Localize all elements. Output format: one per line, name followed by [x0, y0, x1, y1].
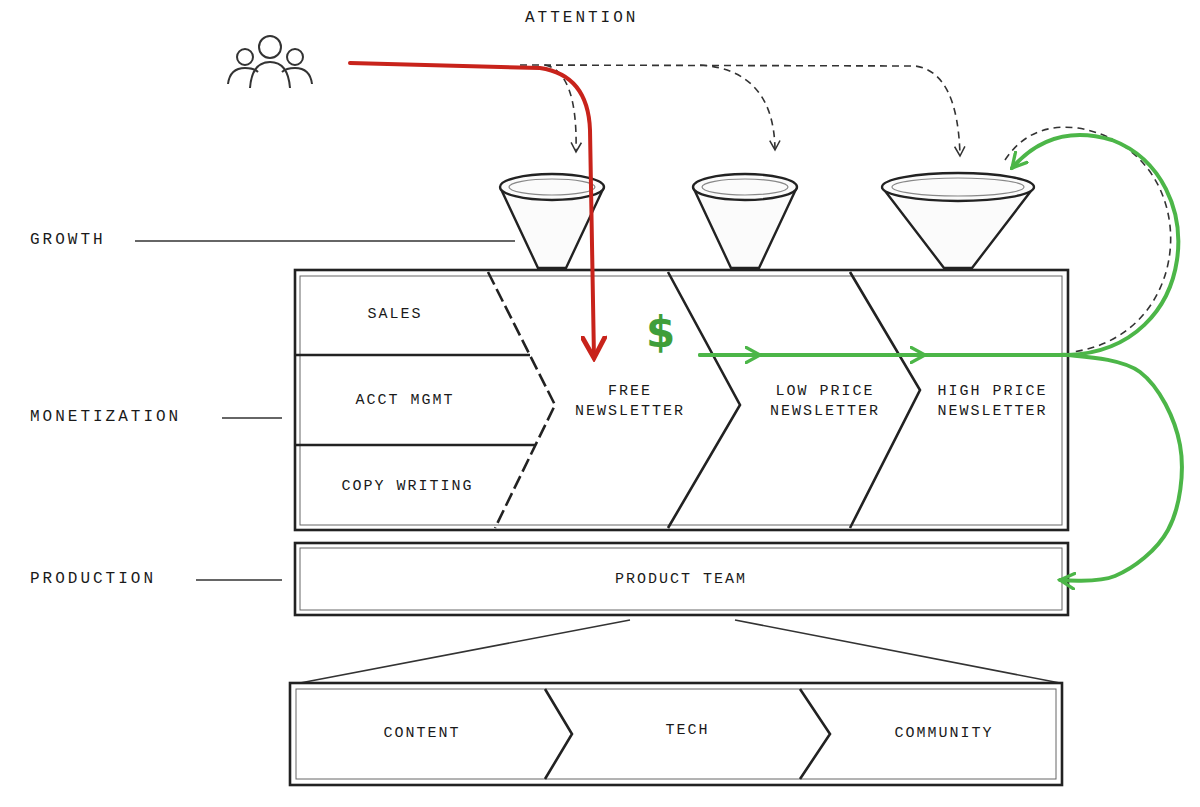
annotation-label: $ [646, 308, 675, 357]
product-detail-frame [290, 683, 1062, 785]
attention-red-arrow [350, 63, 594, 358]
annotation-label: MONETIZATION [30, 408, 181, 426]
annotation-label: GROWTH [30, 231, 106, 249]
process-box: COMMUNITY [836, 692, 1052, 776]
flow-arrow [890, 353, 925, 357]
box-label: FREE NEWSLETTER [566, 382, 694, 422]
box-label: CONTENT [383, 724, 460, 744]
annotation-label: ATTENTION [525, 9, 638, 27]
process-box: LOW PRICE NEWSLETTER [760, 340, 890, 430]
process-box: HIGH PRICE NEWSLETTER [925, 340, 1060, 430]
production-bar [295, 543, 1068, 615]
money-flow-line [700, 135, 1178, 355]
zoom-lines [300, 620, 1060, 683]
process-box: FREE NEWSLETTER [560, 340, 700, 430]
process-box: COPY WRITING [300, 450, 515, 524]
annotation-label: PRODUCTION [30, 570, 156, 588]
people-icon [228, 36, 312, 88]
box-label: TECH [665, 721, 709, 741]
monetization-frame [295, 270, 1068, 530]
growth-funnels [500, 173, 1034, 268]
attention-dashed-arrows [520, 65, 1171, 352]
process-box: CONTENT [302, 692, 542, 776]
box-label: COMMUNITY [894, 724, 993, 744]
process-box: PRODUCT TEAM [302, 550, 1060, 610]
box-label: HIGH PRICE NEWSLETTER [931, 382, 1054, 422]
box-label: SALES [367, 305, 422, 325]
flow-arrow [1060, 355, 1182, 581]
flow-arrow [700, 353, 760, 357]
connector-layer [700, 355, 1182, 581]
box-label: COPY WRITING [341, 477, 473, 497]
box-label: PRODUCT TEAM [615, 570, 747, 590]
process-box: TECH [580, 692, 795, 770]
box-label: LOW PRICE NEWSLETTER [766, 382, 884, 422]
box-label: ACCT MGMT [355, 391, 454, 411]
leader-lines [135, 241, 515, 580]
process-box: ACCT MGMT [300, 360, 510, 442]
process-box: SALES [300, 278, 490, 352]
